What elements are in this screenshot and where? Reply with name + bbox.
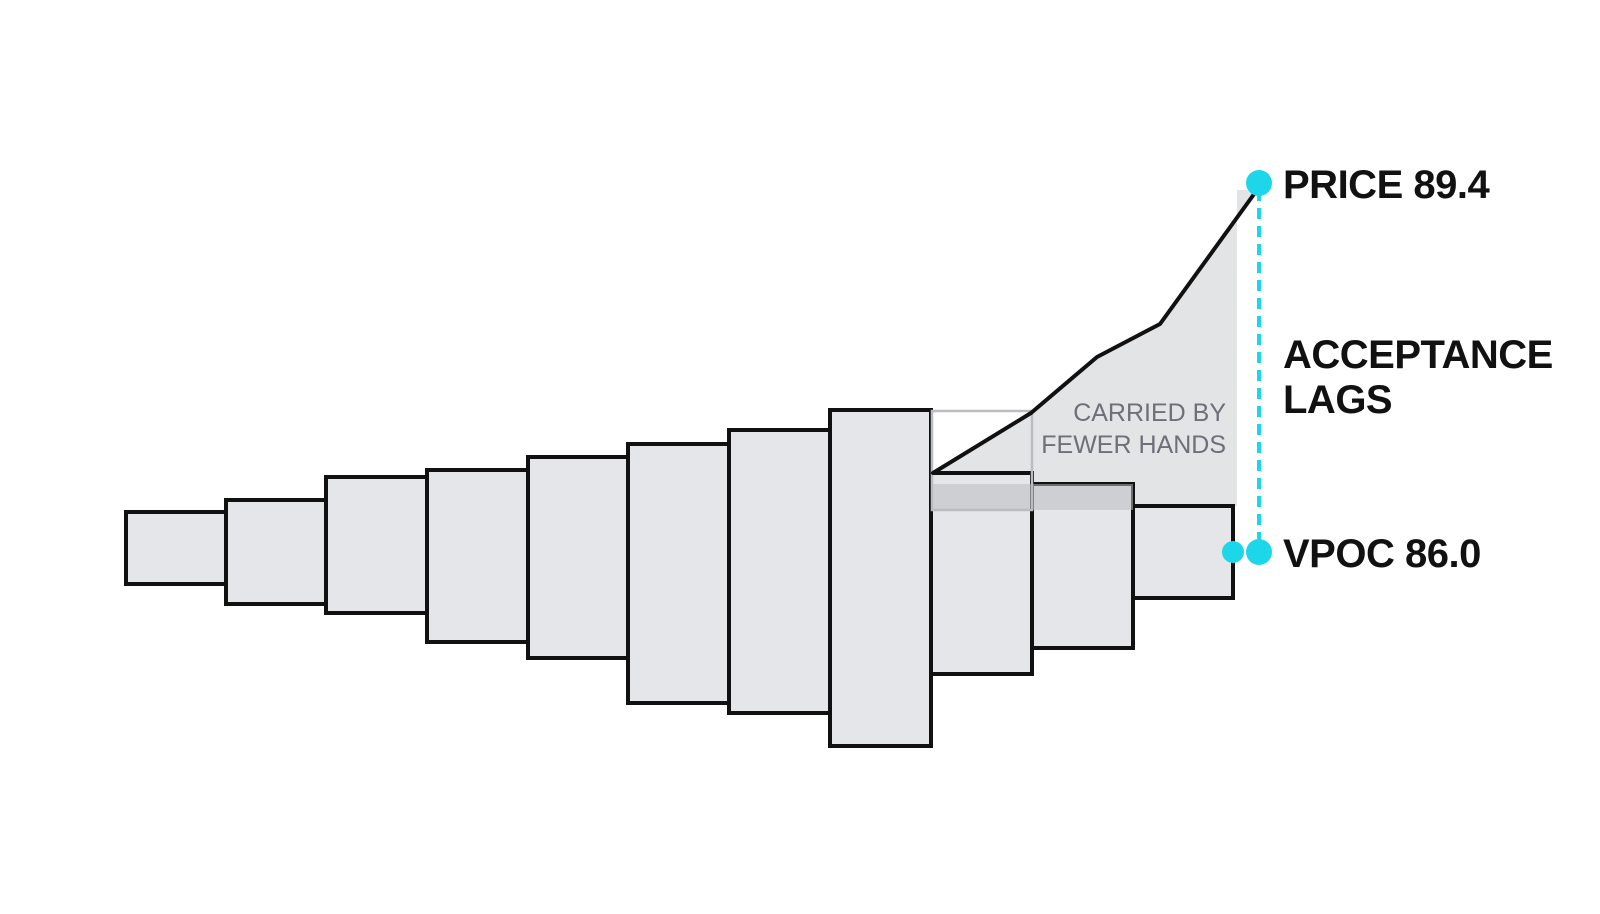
profile-bar-4	[425, 468, 530, 644]
profile-bar-11	[1131, 504, 1235, 600]
overlap-band	[933, 484, 1133, 510]
vpoc-label: VPOC 86.0	[1283, 532, 1481, 576]
profile-bars	[124, 408, 1235, 748]
price-label: PRICE 89.4	[1283, 163, 1490, 207]
profile-bar-1	[124, 510, 228, 586]
carried-label-line2: FEWER HANDS	[1041, 431, 1226, 459]
profile-bar-2	[224, 498, 328, 606]
profile-bar-7	[727, 428, 832, 715]
profile-bar-8	[828, 408, 933, 748]
price-marker	[1246, 170, 1272, 196]
vpoc-marker	[1246, 539, 1272, 565]
vpoc-marker-left	[1222, 541, 1244, 563]
price-path	[931, 188, 1259, 475]
fewer-hands-wedge	[933, 190, 1257, 510]
profile-bar-5	[526, 455, 630, 660]
carried-label-line1: CARRIED BY	[1073, 399, 1226, 427]
profile-bar-3	[324, 475, 429, 615]
acceptance-label-line1: ACCEPTANCE	[1283, 333, 1553, 377]
profile-bar-10	[1030, 482, 1135, 650]
profile-bar-6	[626, 442, 731, 705]
acceptance-label-line2: LAGS	[1283, 378, 1392, 422]
